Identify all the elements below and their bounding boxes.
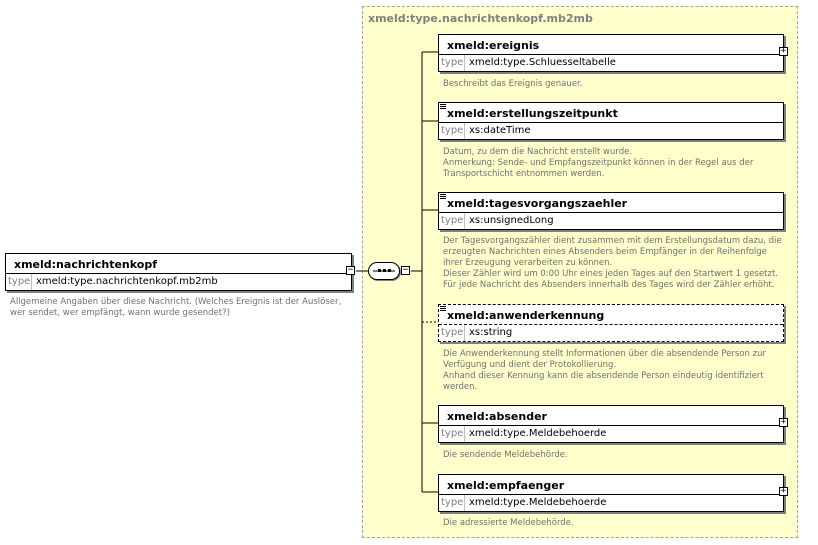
expand-button[interactable]: + <box>779 417 788 427</box>
element-anwenderkennung[interactable]: xmeld:anwenderkennung type xs:string <box>438 304 784 342</box>
element-type-row: type xs:unsignedLong <box>439 212 783 229</box>
sequence-compositor[interactable] <box>368 262 400 280</box>
sequence-icon <box>373 269 395 272</box>
element-absender[interactable]: xmeld:absender type xmeld:type.Meldebeho… <box>438 405 784 443</box>
element-type-row: type xs:dateTime <box>439 122 783 139</box>
element-name: xmeld:absender <box>447 410 547 423</box>
root-type-row: type xmeld:type.nachrichtenkopf.mb2mb <box>6 273 351 290</box>
element-documentation: Die sendende Meldebehörde. <box>443 450 568 460</box>
type-label: type <box>439 55 465 71</box>
type-label: type <box>439 123 465 139</box>
element-ereignis[interactable]: xmeld:ereignis type xmeld:type.Schluesse… <box>438 34 784 72</box>
collapse-button[interactable]: − <box>346 265 355 275</box>
element-type-value: xmeld:type.Schluesseltabelle <box>469 57 616 68</box>
element-erstellungszeitpunkt[interactable]: xmeld:erstellungszeitpunkt type xs:dateT… <box>438 102 784 140</box>
element-documentation: Beschreibt das Ereignis genauer. <box>443 79 583 89</box>
complex-type-container <box>362 6 798 538</box>
type-label: type <box>439 213 465 229</box>
element-type-value: xs:string <box>469 327 513 338</box>
type-label: type <box>6 274 32 290</box>
expand-button[interactable]: + <box>779 486 788 496</box>
root-element-name: xmeld:nachrichtenkopf <box>14 258 157 271</box>
root-documentation: Allgemeine Angaben über diese Nachricht.… <box>10 297 342 318</box>
element-documentation: Der Tagesvorgangszähler dient zusammen m… <box>443 236 782 290</box>
documentation-note-icon <box>440 104 446 109</box>
root-type-value: xmeld:type.nachrichtenkopf.mb2mb <box>36 276 218 287</box>
element-name: xmeld:anwenderkennung <box>447 309 605 322</box>
type-label: type <box>439 325 465 341</box>
element-tagesvorgangszaehler[interactable]: xmeld:tagesvorgangszaehler type xs:unsig… <box>438 192 784 230</box>
complex-type-title: xmeld:type.nachrichtenkopf.mb2mb <box>368 12 593 25</box>
element-name: xmeld:ereignis <box>447 39 540 52</box>
element-empfaenger[interactable]: xmeld:empfaenger type xmeld:type.Meldebe… <box>438 474 784 512</box>
expand-button[interactable]: + <box>779 46 788 56</box>
compositor-collapse-button[interactable]: − <box>401 265 410 275</box>
element-documentation: Datum, zu dem die Nachricht erstellt wur… <box>443 147 754 179</box>
element-type-row: type xmeld:type.Meldebehoerde <box>439 425 783 442</box>
element-type-value: xmeld:type.Meldebehoerde <box>469 428 607 439</box>
element-type-row: type xmeld:type.Schluesseltabelle <box>439 54 783 71</box>
element-type-row: type xmeld:type.Meldebehoerde <box>439 494 783 511</box>
root-element-box[interactable]: xmeld:nachrichtenkopf type xmeld:type.na… <box>5 253 352 291</box>
element-name: xmeld:tagesvorgangszaehler <box>447 197 628 210</box>
element-documentation: Die Anwenderkennung stellt Informationen… <box>443 349 766 392</box>
element-name: xmeld:empfaenger <box>447 479 565 492</box>
type-label: type <box>439 426 465 442</box>
element-documentation: Die adressierte Meldebehörde. <box>443 518 574 528</box>
element-type-value: xs:unsignedLong <box>469 215 554 226</box>
element-name: xmeld:erstellungszeitpunkt <box>447 107 618 120</box>
element-type-row: type xs:string <box>439 324 783 341</box>
element-type-value: xmeld:type.Meldebehoerde <box>469 497 607 508</box>
documentation-note-icon <box>440 194 446 199</box>
documentation-note-icon <box>440 306 446 311</box>
type-label: type <box>439 495 465 511</box>
element-type-value: xs:dateTime <box>469 125 531 136</box>
